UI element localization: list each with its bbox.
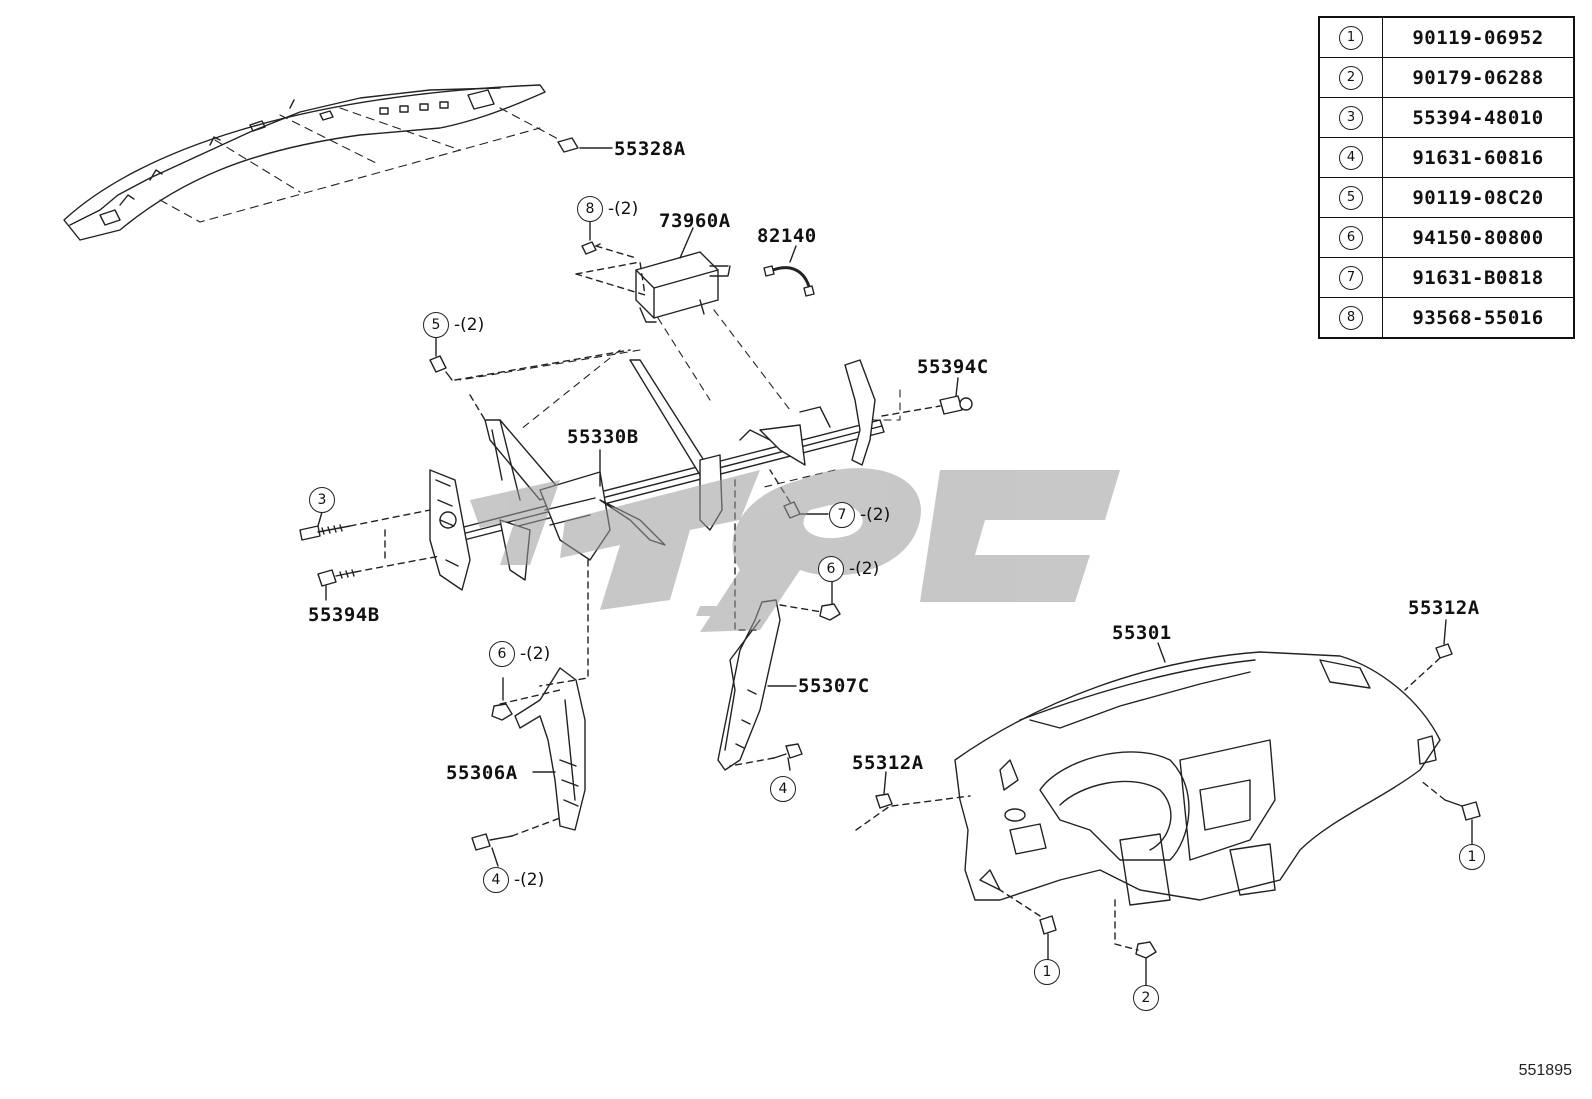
legend-key-circle: 6: [1339, 225, 1363, 250]
legend-part-number: 90119-06952: [1382, 16, 1575, 58]
label-55330B: 55330B: [567, 426, 639, 448]
callout-5: 5: [423, 312, 449, 338]
legend-key-circle: 3: [1339, 105, 1363, 130]
brace-55307C-drawing: [717, 599, 781, 771]
legend-part-number: 91631-60816: [1382, 137, 1575, 178]
label-82140: 82140: [757, 225, 817, 247]
callout-3: 3: [309, 487, 335, 513]
brace-55306A-drawing: [514, 667, 586, 831]
label-73960A: 73960A: [659, 210, 731, 232]
legend-part-number: 90179-06288: [1382, 57, 1575, 98]
parts-legend-table: 1 90119-06952 2 90179-06288 3 55394-48010 4 916…: [1318, 16, 1575, 339]
legend-key-cell: 7: [1318, 257, 1383, 298]
callout-8: 8: [577, 196, 603, 222]
legend-key-circle: 4: [1339, 145, 1363, 170]
callout-2: 2: [1133, 985, 1159, 1011]
label-55394C: 55394C: [917, 356, 989, 378]
legend-key-cell: 8: [1318, 297, 1383, 339]
legend-key-circle: 1: [1339, 25, 1363, 50]
callout-6-left-qty: -(2): [520, 644, 551, 664]
label-55312A-right: 55312A: [1408, 597, 1480, 619]
legend-key-cell: 2: [1318, 57, 1383, 98]
legend-row: 8 93568-55016: [1318, 297, 1575, 339]
legend-key-cell: 4: [1318, 137, 1383, 178]
label-55312A-left: 55312A: [852, 752, 924, 774]
callout-8-qty: -(2): [608, 199, 639, 219]
callout-6-left: 6: [489, 641, 515, 667]
callout-6-middle-qty: -(2): [849, 559, 880, 579]
callout-6-middle: 6: [818, 556, 844, 582]
legend-part-number: 90119-08C20: [1382, 177, 1575, 218]
label-55307C: 55307C: [798, 675, 870, 697]
callout-4-left: 4: [483, 867, 509, 893]
legend-part-number: 93568-55016: [1382, 297, 1575, 339]
legend-key-circle: 8: [1339, 305, 1363, 330]
legend-key-circle: 7: [1339, 265, 1363, 290]
legend-key-circle: 2: [1339, 65, 1363, 90]
legend-row: 7 91631-B0818: [1318, 257, 1575, 298]
callout-4-left-qty: -(2): [514, 870, 545, 890]
callout-5-qty: -(2): [454, 315, 485, 335]
legend-key-cell: 5: [1318, 177, 1383, 218]
callout-4-right: 4: [770, 776, 796, 802]
label-55306A: 55306A: [446, 762, 518, 784]
callout-1-bottom: 1: [1034, 959, 1060, 985]
upper-panel-drawing: [63, 84, 546, 241]
label-55301: 55301: [1112, 622, 1172, 644]
label-55394B: 55394B: [308, 604, 380, 626]
legend-row: 1 90119-06952: [1318, 16, 1575, 58]
legend-key-cell: 3: [1318, 97, 1383, 138]
legend-row: 3 55394-48010: [1318, 97, 1575, 138]
legend-key-circle: 5: [1339, 185, 1363, 210]
legend-part-number: 55394-48010: [1382, 97, 1575, 138]
module-drawing: [635, 251, 731, 323]
callout-7: 7: [829, 502, 855, 528]
legend-key-cell: 1: [1318, 16, 1383, 58]
legend-row: 6 94150-80800: [1318, 217, 1575, 258]
legend-part-number: 94150-80800: [1382, 217, 1575, 258]
label-55328A: 55328A: [614, 138, 686, 160]
legend-row: 4 91631-60816: [1318, 137, 1575, 178]
diagram-id: 551895: [1518, 1062, 1572, 1079]
callout-7-qty: -(2): [860, 505, 891, 525]
legend-part-number: 91631-B0818: [1382, 257, 1575, 298]
legend-row: 2 90179-06288: [1318, 57, 1575, 98]
instrument-panel-drawing: [954, 651, 1441, 906]
callout-1-right: 1: [1459, 844, 1485, 870]
legend-key-cell: 6: [1318, 217, 1383, 258]
legend-row: 5 90119-08C20: [1318, 177, 1575, 218]
